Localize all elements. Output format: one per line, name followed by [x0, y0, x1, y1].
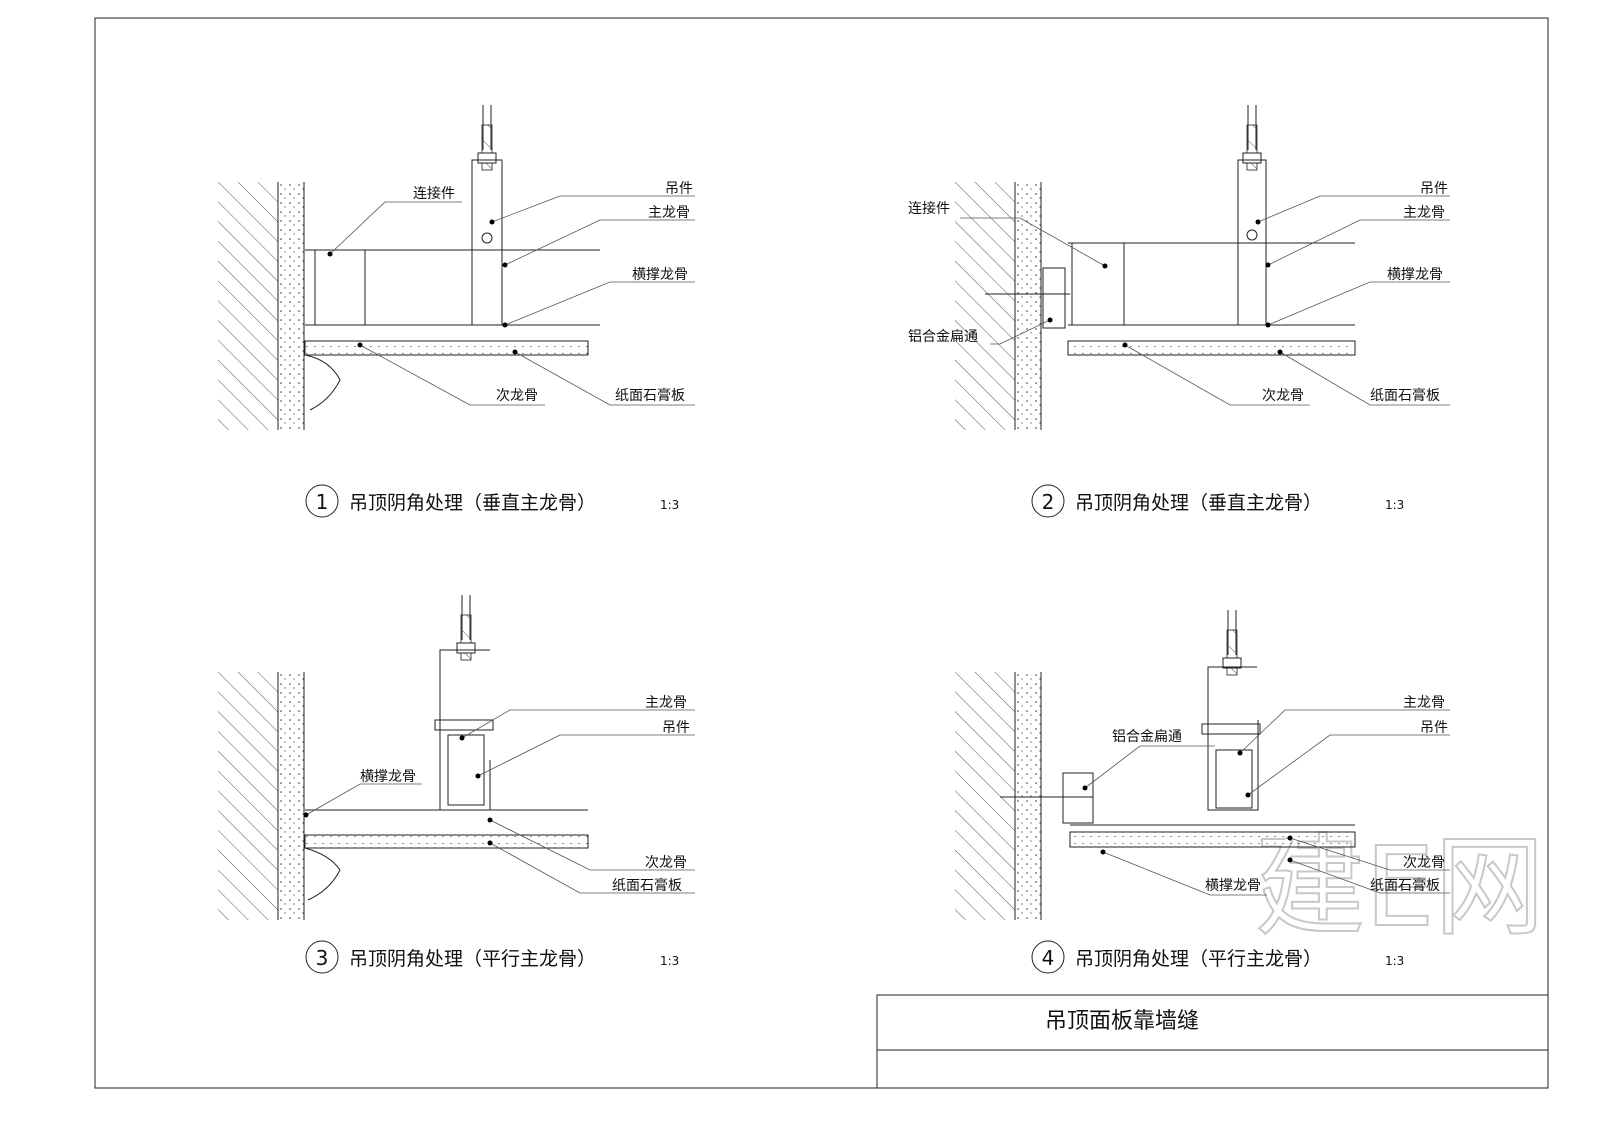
label-gypsum-board: 纸面石膏板	[612, 877, 682, 894]
label-main-keel: 主龙骨	[1403, 205, 1445, 221]
label-main-keel: 主龙骨	[648, 205, 690, 221]
gypsum-board-shape	[304, 340, 589, 356]
detail-2: 连接件 铝合金扁通 吊件 主龙骨 横撑龙骨 次龙骨 纸面石膏板 2 吊顶阴角处理…	[908, 104, 1450, 518]
label-secondary-keel: 次龙骨	[1262, 388, 1304, 404]
label-gypsum-board: 纸面石膏板	[615, 387, 685, 404]
label-connector: 连接件	[908, 200, 950, 217]
label-secondary-keel: 次龙骨	[496, 388, 538, 404]
label-hanger: 吊件	[1420, 181, 1448, 197]
detail-3: 主龙骨 吊件 横撑龙骨 次龙骨 纸面石膏板 3 吊顶阴角处理（平行主龙骨） 1:…	[217, 594, 695, 974]
detail-title: 吊顶阴角处理（垂直主龙骨）	[349, 492, 596, 514]
label-gypsum-board: 纸面石膏板	[1370, 877, 1440, 894]
label-connector: 连接件	[413, 185, 455, 202]
label-cross-keel: 横撑龙骨	[632, 267, 688, 283]
label-main-keel: 主龙骨	[645, 695, 687, 711]
detail-4: 铝合金扁通 主龙骨 吊件 次龙骨 纸面石膏板 横撑龙骨 4 吊顶阴角处理（平行主…	[954, 609, 1450, 974]
label-flat-tube: 铝合金扁通	[1112, 729, 1182, 745]
label-flat-tube: 铝合金扁通	[908, 329, 978, 345]
label-cross-keel: 横撑龙骨	[1387, 267, 1443, 283]
label-cross-keel: 横撑龙骨	[360, 769, 416, 785]
detail-scale: 1:3	[660, 498, 679, 512]
label-main-keel: 主龙骨	[1403, 695, 1445, 711]
detail-scale: 1:3	[1385, 954, 1404, 968]
title-block: 吊顶面板靠墙缝	[876, 994, 1549, 1089]
label-hanger: 吊件	[662, 720, 690, 736]
detail-1: 连接件 吊件 主龙骨 横撑龙骨 次龙骨 纸面石膏板 1 吊顶阴角处理（垂直主龙骨…	[217, 104, 695, 518]
detail-title: 吊顶阴角处理（平行主龙骨）	[1075, 948, 1322, 970]
detail-number: 4	[1042, 946, 1055, 970]
sheet-title: 吊顶面板靠墙缝	[1045, 1009, 1199, 1034]
label-cross-keel: 横撑龙骨	[1205, 878, 1261, 894]
label-secondary-keel: 次龙骨	[1403, 855, 1445, 871]
detail-number: 3	[316, 946, 329, 970]
detail-number: 1	[316, 490, 329, 514]
detail-scale: 1:3	[660, 954, 679, 968]
connector-shape	[314, 249, 366, 326]
label-hanger: 吊件	[665, 181, 693, 197]
label-gypsum-board: 纸面石膏板	[1370, 387, 1440, 404]
label-secondary-keel: 次龙骨	[645, 855, 687, 871]
detail-number: 2	[1042, 490, 1055, 514]
sheet-border	[94, 17, 1549, 1089]
label-hanger: 吊件	[1420, 720, 1448, 736]
detail-scale: 1:3	[1385, 498, 1404, 512]
detail-title: 吊顶阴角处理（垂直主龙骨）	[1075, 492, 1322, 514]
detail-title: 吊顶阴角处理（平行主龙骨）	[349, 948, 596, 970]
